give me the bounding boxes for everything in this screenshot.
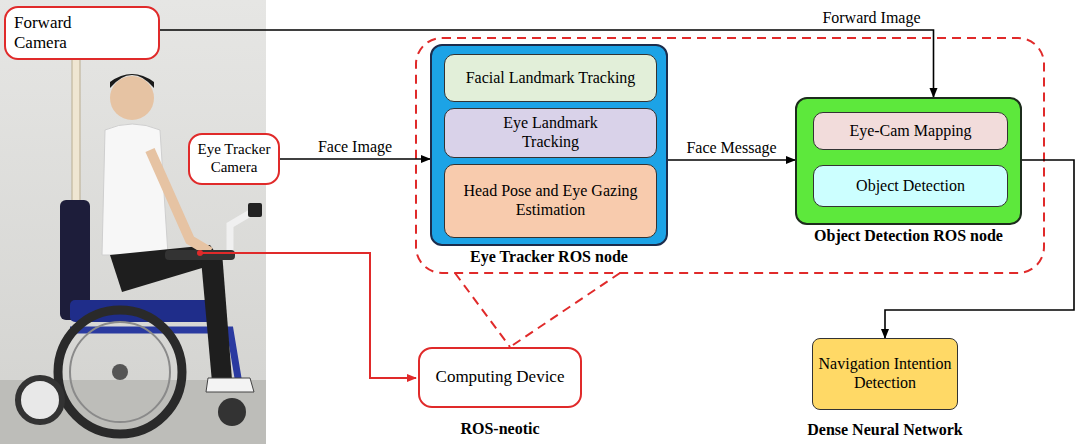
box-label: Head Pose and Eye Gazing Estimation bbox=[456, 182, 646, 220]
box-label: Eye-Cam Mapping bbox=[849, 122, 971, 141]
box-label: Forward Camera bbox=[14, 13, 110, 53]
camera-label: Eye Tracker Camera bbox=[188, 133, 280, 185]
box-label: Eye Tracker Camera bbox=[190, 141, 278, 176]
ros-node-box: Object Detection ROS nodeEye-Cam Mapping… bbox=[795, 97, 1022, 225]
box-label: Facial Landmark Tracking bbox=[466, 69, 636, 88]
edge-label: Face Message bbox=[684, 139, 778, 157]
node-caption: Object Detection ROS node bbox=[814, 227, 1003, 245]
box-label: Navigation Intention Detection bbox=[813, 355, 957, 393]
ros-node-box: Eye Tracker ROS nodeFacial Landmark Trac… bbox=[430, 44, 668, 246]
node-caption: ROS-neotic bbox=[460, 420, 539, 438]
network-box: Navigation Intention DetectionDense Neur… bbox=[812, 338, 958, 410]
process-box: Head Pose and Eye Gazing Estimation bbox=[444, 164, 657, 238]
data-flow-arrow bbox=[668, 159, 795, 161]
device-box: Computing DeviceROS-neotic bbox=[418, 347, 582, 408]
region-callout bbox=[455, 273, 620, 347]
node-caption: Eye Tracker ROS node bbox=[470, 248, 628, 266]
box-label: Object Detection bbox=[856, 177, 965, 196]
camera-label: Forward Camera bbox=[4, 6, 160, 60]
node-caption: Dense Neural Network bbox=[807, 421, 963, 439]
box-label: Eye Landmark Tracking bbox=[491, 114, 611, 152]
box-label: Computing Device bbox=[436, 367, 565, 387]
device-wire bbox=[200, 253, 416, 378]
wheelchair-photo bbox=[0, 0, 266, 444]
process-box: Object Detection bbox=[813, 165, 1008, 207]
edge-label: Face Image bbox=[316, 138, 394, 156]
process-box: Facial Landmark Tracking bbox=[444, 54, 657, 102]
data-flow-arrow bbox=[280, 158, 430, 160]
software-region bbox=[416, 38, 1044, 273]
edge-label: Forward Image bbox=[820, 9, 922, 27]
process-box: Eye Landmark Tracking bbox=[444, 108, 657, 158]
process-box: Eye-Cam Mapping bbox=[813, 112, 1008, 150]
